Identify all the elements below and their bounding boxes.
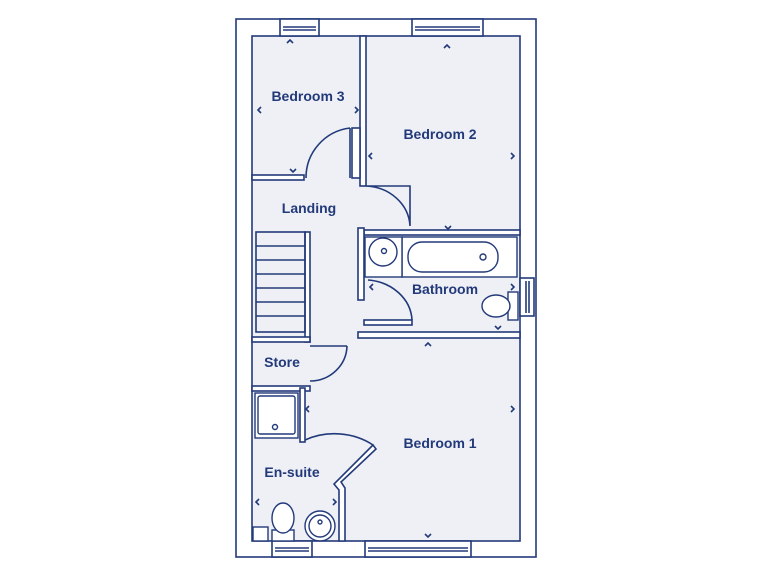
room-label-landing: Landing [281,200,337,216]
door-store [309,345,348,382]
wall-en-suite-diagonal [332,443,378,542]
bath [401,236,518,278]
room-label-bedroom-3: Bedroom 3 [271,88,345,104]
room-label-bedroom-2: Bedroom 2 [403,126,477,142]
wall-bathroom-left [357,227,365,301]
room-label-bedroom-1: Bedroom 1 [403,435,477,451]
wall-bathroom-door-jamb [363,319,413,326]
wall-bathroom-bottom [357,331,521,339]
room-label-bathroom: Bathroom [411,281,479,297]
window-bedroom-2 [411,18,484,37]
dimension-markers [254,38,516,539]
room-label-en-suite: En-suite [264,464,320,480]
door-bedroom-2 [365,185,411,227]
window-en-suite [271,540,313,558]
wall-bed3-landing [251,174,305,181]
window-bedroom-1 [364,540,472,558]
window-bathroom [519,277,535,317]
door-bedroom-3 [305,127,351,179]
staircase [255,231,306,333]
bathroom-toilet [481,291,519,321]
wall-bed2-bathroom [363,229,521,236]
en-suite-basin [304,510,336,542]
wall-bed3-bed2 [359,35,367,187]
en-suite-toilet [271,502,295,542]
en-suite-cupboard [252,526,269,542]
shower [254,392,299,439]
door-bathroom [367,279,413,321]
wall-en-suite-left [299,387,306,443]
window-bedroom-3 [279,18,320,37]
door-en-suite [304,432,374,446]
bathroom-basin [364,236,403,278]
wall-store-bottom [251,385,311,392]
room-label-store: Store [264,354,300,370]
wall-bed3-door-jamb [351,127,361,179]
wall-store-top [251,336,311,343]
